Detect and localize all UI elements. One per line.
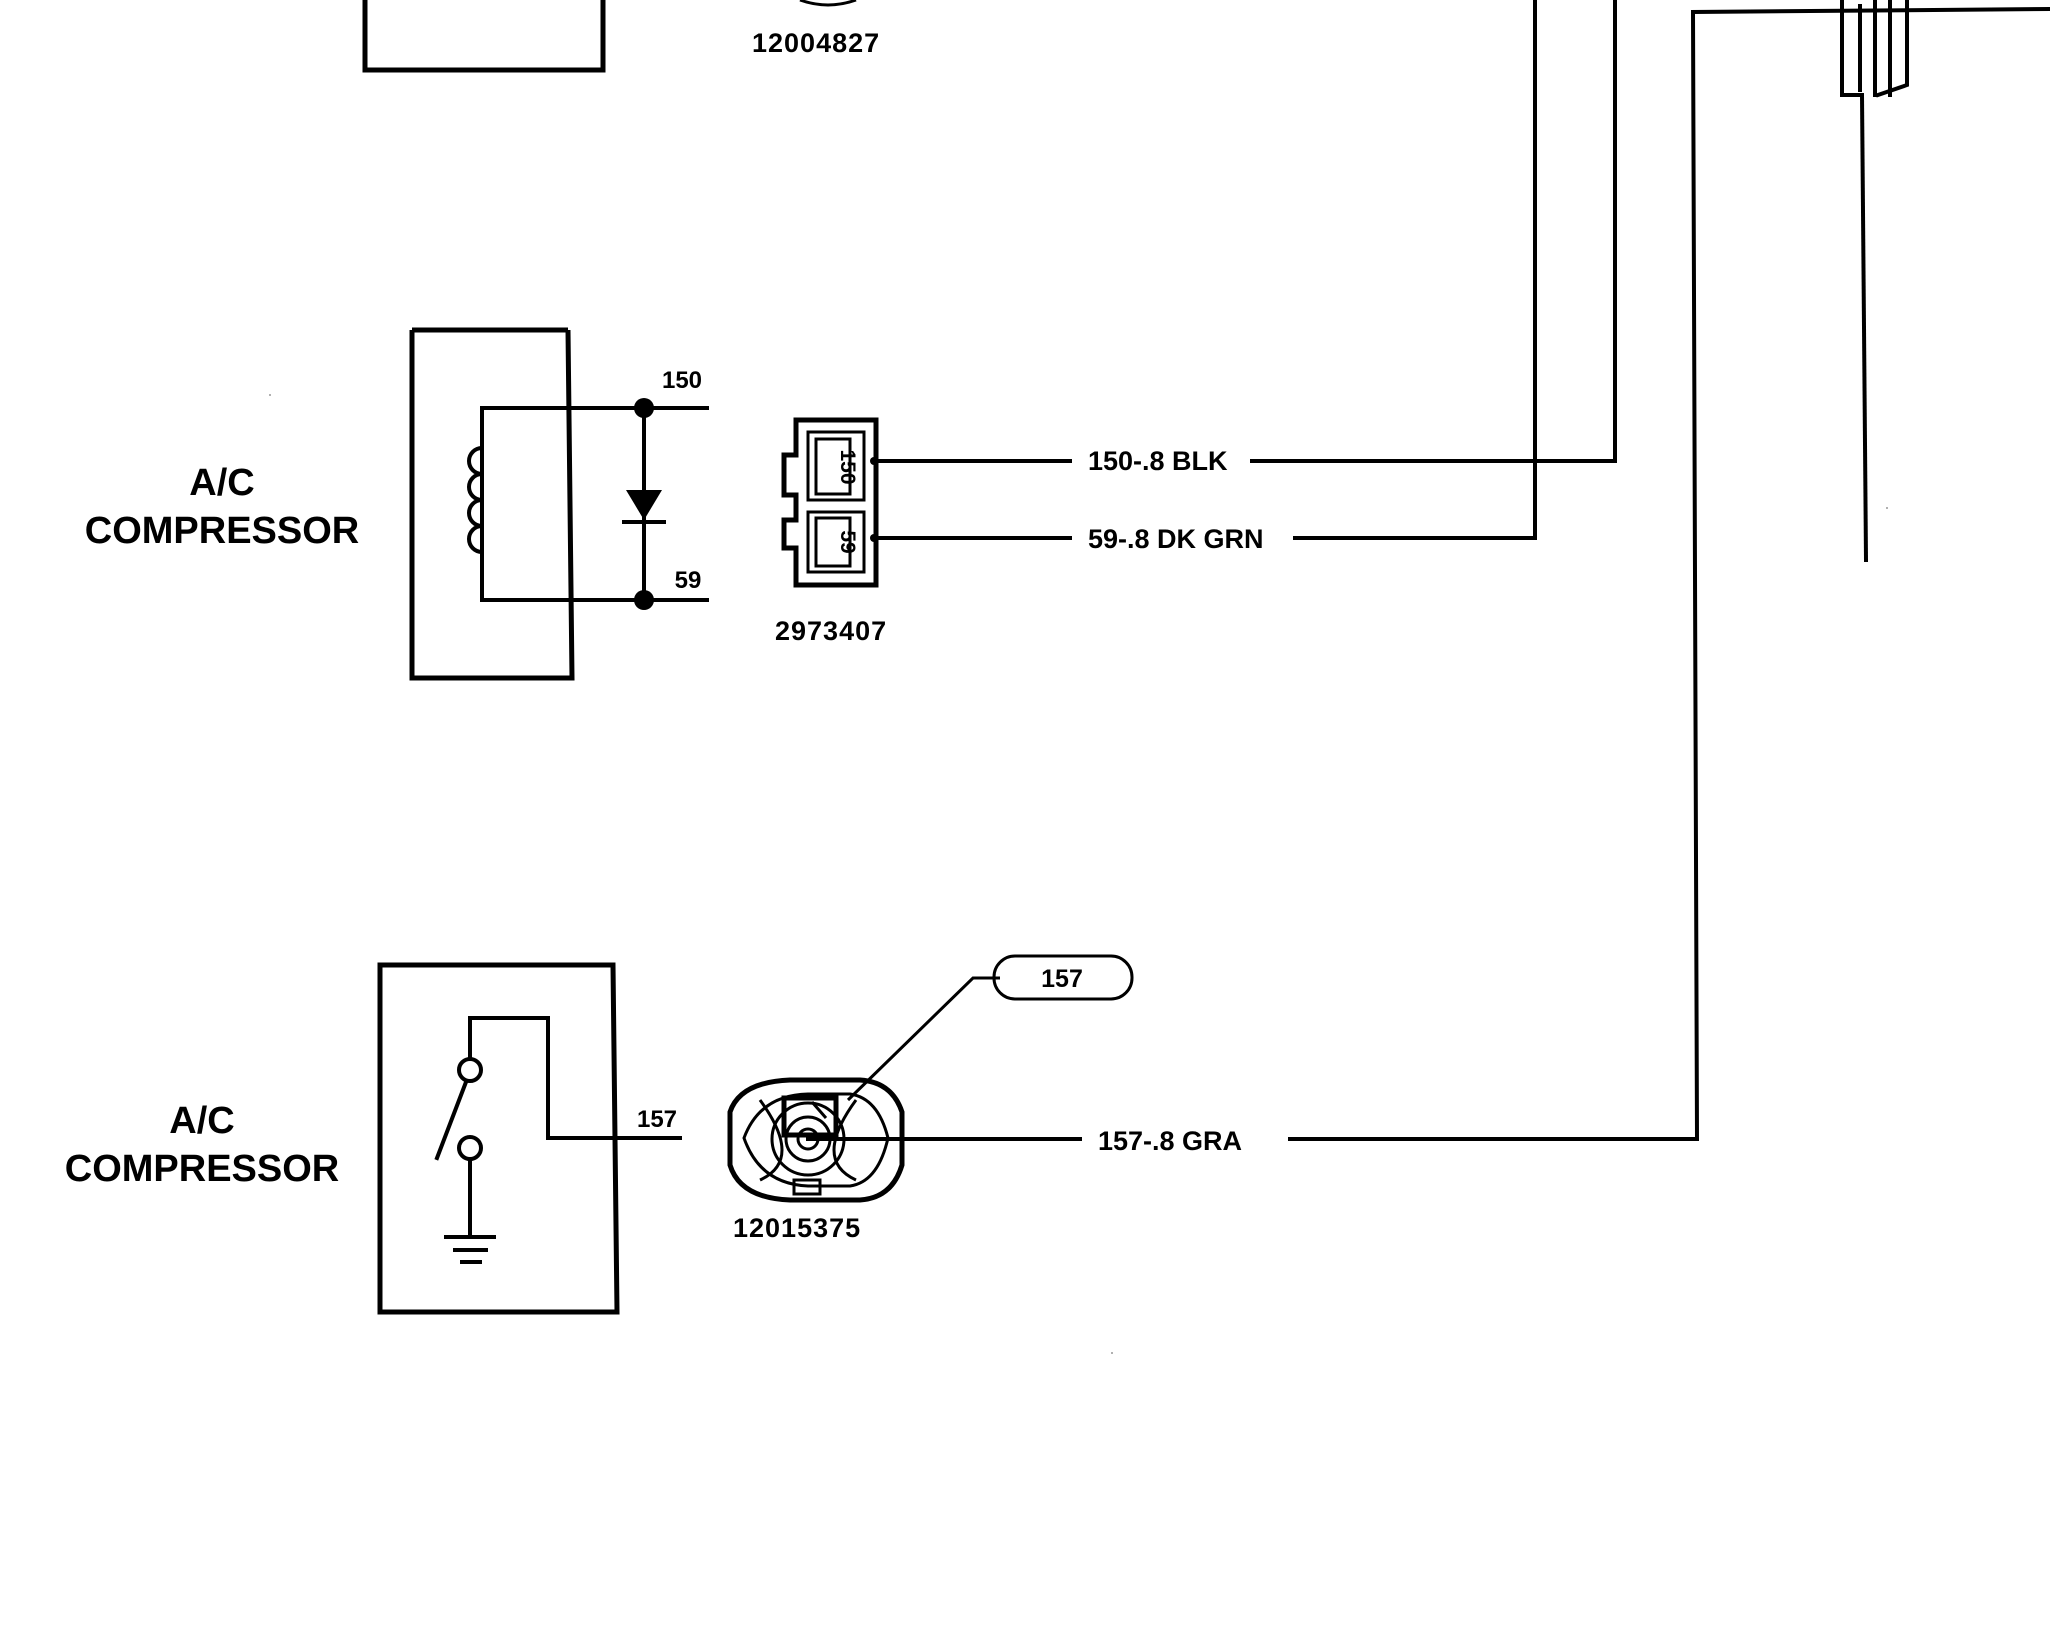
pressure-switch-icon	[434, 1016, 682, 1237]
ground-icon	[444, 1235, 496, 1264]
callout-leader-line	[846, 976, 1000, 1102]
upper-component-box	[362, 0, 606, 73]
callout-bubble	[992, 954, 1134, 1001]
clutch-coil-icon	[467, 406, 709, 602]
coil-connector-cavity-150: 150	[836, 449, 859, 484]
compressor-clutch-component: A/C COMPRESSOR 150 59	[85, 327, 709, 681]
coil-connector-icon: 150 59	[781, 417, 879, 588]
clutch-title-line2: COMPRESSOR	[85, 510, 359, 552]
wire-150-label: 150-.8 BLK	[1088, 446, 1228, 476]
clutch-component-box	[409, 327, 575, 681]
coil-connector-part-number: 2973407	[775, 616, 887, 646]
upper-connector-part-number: 12004827	[752, 28, 880, 58]
coil-connector-cavity-59: 59	[836, 530, 859, 553]
switch-component-box	[377, 962, 620, 1315]
upper-connector-edge	[799, 0, 857, 7]
compressor-switch-component: A/C COMPRESSOR 157	[65, 962, 682, 1315]
switch-title-line2: COMPRESSOR	[65, 1148, 339, 1190]
clutch-title-line1: A/C	[189, 462, 254, 504]
switch-connector-part-number: 12015375	[733, 1213, 861, 1243]
switch-title-line1: A/C	[169, 1100, 234, 1142]
wire-157-path-right	[1288, 6, 2050, 1141]
switch-terminal-label: 157	[637, 1106, 677, 1133]
wire-150-path-right	[1250, 0, 1617, 463]
diode-icon	[622, 398, 666, 610]
coil-terminal-top-label: 150	[662, 367, 702, 394]
right-connector-icon	[1840, 0, 1909, 563]
wire-59-label: 59-.8 DK GRN	[1088, 524, 1264, 554]
wire-59-path-right	[1293, 0, 1537, 540]
wire-157-label: 157-.8 GRA	[1098, 1126, 1242, 1156]
coil-terminal-bottom-label: 59	[675, 567, 702, 594]
callout-bubble-label: 157	[1041, 965, 1083, 993]
